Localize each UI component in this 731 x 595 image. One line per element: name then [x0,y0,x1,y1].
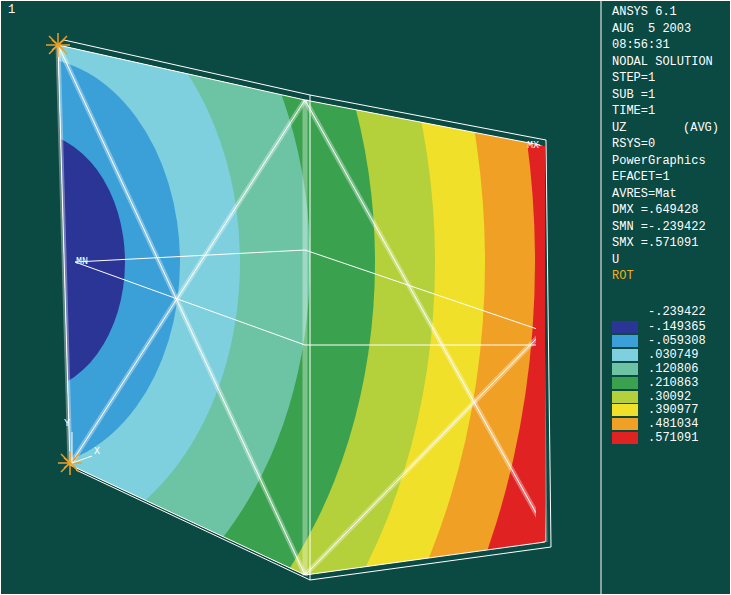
panel-text: NODAL SOLUTION [612,55,713,69]
legend-value: .30092 [648,390,691,404]
panel-text: SMX =.571091 [612,236,698,250]
support-symbol [46,33,70,57]
panel-text: ROT [612,269,634,283]
panel-text: AVRES=Mat [612,187,677,201]
panel-text: UZ [612,121,626,135]
panel-text: 08:56:31 [612,38,670,52]
legend-value: -.149365 [648,320,706,334]
legend-swatch [612,391,638,403]
legend-value: -.059308 [648,334,706,348]
legend-value: .571091 [648,431,698,445]
panel-text: (AVG) [683,121,719,135]
legend-value: -.239422 [648,305,706,319]
min-marker: MN [76,255,88,269]
panel-divider [601,0,602,595]
legend-swatch [612,404,638,416]
panel-text: TIME=1 [612,104,655,118]
contour-bands [0,0,600,595]
panel-text: U [612,253,619,267]
panel-text: RSYS=0 [612,137,655,151]
panel-text: SMN =-.239422 [612,220,706,234]
panel-text: PowerGraphics [612,154,706,168]
axis-label: X [94,445,100,459]
panel-text: EFACET=1 [612,170,670,184]
panel-text: SUB =1 [612,88,655,102]
legend-swatch [612,432,638,444]
edge-band [536,146,545,541]
legend-value: .210863 [648,376,698,390]
panel-text: AUG 5 2003 [612,22,691,36]
legend-value: .120806 [648,362,698,376]
legend-value: .030749 [648,348,698,362]
legend-swatch [612,377,638,389]
axis-triad [72,432,92,463]
window-number: 1 [8,3,15,17]
panel-text: STEP=1 [612,71,655,85]
legend-swatch [612,418,638,430]
legend-swatch [612,335,638,347]
legend-value: .390977 [648,403,698,417]
legend-swatch [612,363,638,375]
legend-swatch [612,349,638,361]
panel-text: DMX =.649428 [612,203,698,217]
legend-swatch [612,321,638,333]
panel-text: ANSYS 6.1 [612,5,677,19]
truss-members [58,40,551,580]
axis-label: Y [64,417,70,431]
support-symbol [58,451,82,475]
max-marker: MX [527,139,539,153]
legend-value: .481034 [648,417,698,431]
